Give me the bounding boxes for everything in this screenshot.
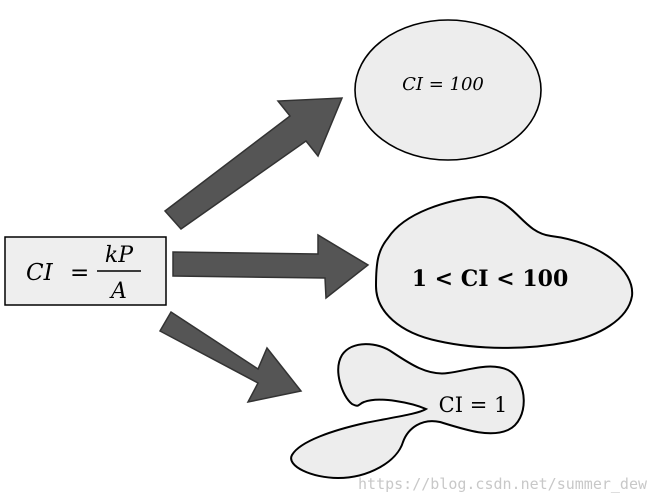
circle-expression: CI = 100 [402,74,484,95]
arrow-down-right [158,310,303,404]
outcome-elongated-blob: CI = 1 [290,343,525,480]
formula-equals: = [70,260,89,286]
elongated-blob-shape [290,343,525,480]
formula-numerator: kP [105,243,134,268]
formula-box: CI = kP A [4,236,167,306]
compact-blob-shape [374,195,634,349]
outcome-compact-blob: 1 < CI < 100 [374,195,634,349]
outcome-circle: CI = 100 [354,19,542,161]
arrow-up-right [163,97,344,230]
arrow-right [172,233,370,300]
formula-lhs: CI [26,260,54,286]
watermark: https://blog.csdn.net/summer_dew [358,475,648,493]
elongated-blob-expression: CI = 1 [439,393,508,417]
compact-blob-expression: 1 < CI < 100 [412,266,569,292]
formula-denominator: A [109,279,127,304]
circle-shape [354,19,542,161]
